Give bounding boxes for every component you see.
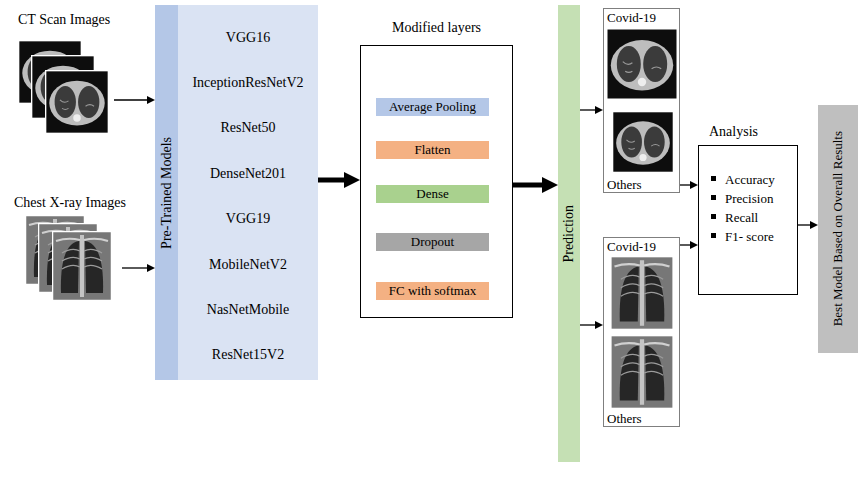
model-name: VGG16 <box>226 30 270 46</box>
band-label: Prediction <box>561 205 577 263</box>
ct-scan-image <box>613 112 674 173</box>
layer-label: Flatten <box>414 142 450 158</box>
image-group: CT Scan Images <box>12 12 114 137</box>
metric-row: F1- score <box>711 227 797 246</box>
layer-box: Flatten <box>376 141 489 159</box>
image-caption: Chest X-ray Images <box>14 195 122 211</box>
metric-label: Recall <box>725 210 758 226</box>
model-name: NasNetMobile <box>207 302 289 318</box>
metric-label: Accuracy <box>725 172 775 188</box>
analysis-box: AnalysisAccuracyPrecisionRecallF1- score <box>698 145 798 295</box>
label-band: Pre-Trained Models <box>155 5 178 380</box>
image-group: Chest X-ray Images <box>8 195 122 305</box>
band-label: Best Model Based on Overall Results <box>830 131 846 326</box>
layer-box: Average Pooling <box>376 98 489 116</box>
layer-label: Average Pooling <box>389 99 476 115</box>
xray-image <box>611 257 673 330</box>
layer-box: FC with softmax <box>376 282 489 300</box>
ct-scan-image <box>607 29 678 100</box>
ct-scan-image <box>46 71 109 134</box>
arrow-connector <box>114 99 147 100</box>
metric-row: Precision <box>711 189 797 208</box>
frame-heading: Modified layers <box>361 20 512 36</box>
label-band: Prediction <box>558 5 580 462</box>
analysis-heading: Analysis <box>709 124 758 140</box>
metric-row: Accuracy <box>711 170 797 189</box>
bullet <box>711 214 716 219</box>
metric-label: Precision <box>725 191 773 207</box>
bullet <box>711 176 716 181</box>
image-caption: CT Scan Images <box>18 12 114 28</box>
band-label: Pre-Trained Models <box>159 137 175 249</box>
arrow-connector <box>680 184 690 185</box>
arrow-connector <box>680 244 690 245</box>
model-name: MobileNetV2 <box>209 257 287 273</box>
model-name: DenseNet201 <box>210 166 286 182</box>
xray-image <box>611 336 673 409</box>
model-name: InceptionResNetV2 <box>192 75 303 91</box>
arrow-connector <box>122 267 147 268</box>
model-name: ResNet15V2 <box>212 347 284 363</box>
class-label: Covid-19 <box>607 239 656 254</box>
arrow-connector <box>580 324 595 325</box>
model-name: ResNet50 <box>220 120 275 136</box>
class-label: Others <box>607 177 642 192</box>
arrow-connector <box>798 224 810 225</box>
class-label: Others <box>607 411 642 426</box>
bullet <box>711 233 716 238</box>
model-list: VGG16InceptionResNetV2ResNet50DenseNet20… <box>178 5 318 380</box>
model-name: VGG19 <box>226 211 270 227</box>
layer-label: Dense <box>416 186 449 202</box>
class-label: Covid-19 <box>607 10 656 25</box>
thick-arrow <box>513 183 542 188</box>
metric-row: Recall <box>711 208 797 227</box>
xray-image <box>53 232 112 301</box>
layer-box: Dense <box>376 185 489 203</box>
thick-arrow <box>318 178 344 183</box>
layer-frame: Modified layersAverage PoolingFlattenDen… <box>360 45 513 318</box>
layer-label: Dropout <box>411 234 454 250</box>
layer-label: FC with softmax <box>389 283 476 299</box>
label-band: Best Model Based on Overall Results <box>818 105 858 353</box>
arrow-connector <box>580 109 595 110</box>
prediction-box: Covid-19Others <box>603 237 680 427</box>
metric-label: F1- score <box>725 229 774 245</box>
prediction-box: Covid-19Others <box>603 8 680 193</box>
bullet <box>711 195 716 200</box>
layer-box: Dropout <box>376 233 489 251</box>
